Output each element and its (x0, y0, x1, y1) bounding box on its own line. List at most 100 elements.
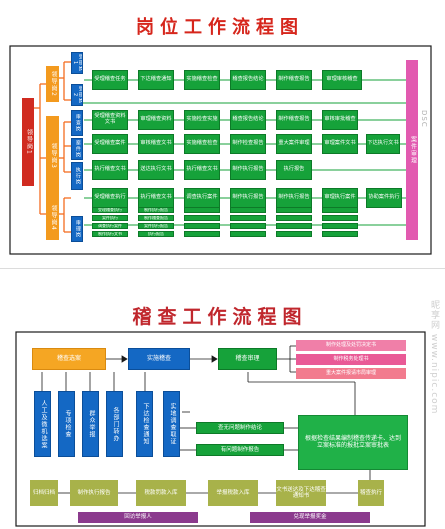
flow-step-exec-report: 制作执行报告 (70, 480, 118, 506)
flow-step-blank (322, 223, 358, 229)
flow-row-1: 受理稽查任务 下达稽查通知 实施稽查检查 稽查报告结论 制作稽查报告 审理审核稽… (92, 70, 392, 90)
leader-box: 领导岗1 (22, 98, 34, 186)
role-label: 审查岗 (74, 114, 81, 132)
flow-step-blank (276, 207, 312, 213)
leader2-box-3: 领导岗4 (46, 196, 59, 240)
input-source-4: 各部门转办 (106, 391, 123, 457)
reward-right-box: 兑现举报奖金 (250, 512, 370, 523)
right-review-bar: 案件审理 (406, 60, 418, 240)
decision-3: 重大案件报请市局审理 (296, 368, 406, 379)
top-diagram: 岗位工作流程图 (9, 17, 432, 255)
flow-step-blank (184, 231, 220, 237)
flow-step: 下达执行文书 (366, 134, 400, 154)
flow-step: 调查执行案件 (92, 223, 128, 229)
flow-step-tax-penalty: 税款罚款入库 (136, 480, 186, 506)
flow-row-4: 执行稽查文书 送达执行文书 执行稽查文书 制作执行报告 执行报告 (92, 160, 352, 180)
input-source-3: 群众举报 (82, 391, 99, 457)
flow-step: 审理案件文书 (322, 134, 358, 154)
leader-label: 领导岗1 (25, 129, 33, 155)
role-box-5: 执行岗 (71, 162, 83, 190)
has-issue-box: 有问题制作报告 (196, 444, 284, 456)
flow-step: 案件执行报告 (138, 223, 174, 229)
flow-step: 审核审批稽查 (322, 110, 358, 130)
leader2-box-2: 领导岗3 (46, 116, 59, 196)
input-source-label: 人工及微机选案 (39, 399, 47, 449)
flow-step: 稽查报告结论 (230, 110, 266, 130)
flow-row-5b: 受理稽查执行 执行稽查文书 调查执行案件 制作执行报告 制作执行报告 审理执行案… (92, 188, 412, 208)
flow-step: 送达执行文书 (138, 160, 174, 180)
case-selection-box: 稽查选案 (32, 348, 106, 370)
flow-step-blank (184, 215, 220, 221)
flow-step: 下达稽查通知 (138, 70, 174, 90)
role-label: 执行岗 (74, 167, 81, 185)
flow-step: 案件执行 (92, 215, 128, 221)
flow-step: 制作执行报告 (230, 160, 266, 180)
flow-row-3: 受理稽查案件 审核稽查文书 实施稽查检查 制作检查报告 重大案件审理 审理案件文… (92, 134, 402, 154)
bottom-diagram: 稽查工作流程图 (0, 280, 445, 529)
issue-notice-box: 下达检查通知 (136, 391, 153, 457)
flow-step-blank (276, 231, 312, 237)
input-source-1: 人工及微机选案 (34, 391, 51, 457)
implement-audit-box: 实施稽查 (128, 348, 190, 370)
top-title: 岗位工作流程图 (136, 17, 304, 38)
flow-step: 制作稽查报告 (276, 110, 312, 130)
role-label: 受理岗2 (72, 86, 83, 104)
flow-step: 制作稽查报告 (276, 70, 312, 90)
flow-step: 执行报告 (138, 231, 174, 237)
side-watermark: DSC (420, 110, 428, 128)
role-box-1: 受理岗1 (71, 52, 83, 74)
flow-row-5 (92, 161, 412, 181)
flow-step: 制作稽查报告 (138, 215, 174, 221)
flow-step: 审理审核稽查 (322, 70, 362, 90)
flow-step: 审理稽查资料 (138, 110, 174, 130)
flow-step: 受理稽查执行 (92, 188, 128, 208)
flow-step: 实施稽查检查 (184, 70, 220, 90)
result-summary-box: 根据检查结果编制稽查传递卡、达到立案标准的报批立案审批表 (298, 415, 408, 470)
role-box-6: 审理岗 (71, 216, 83, 242)
flow-step: 执行稽查文书 (92, 160, 128, 180)
decision-1: 制作处理及处罚决定书 (296, 340, 406, 351)
no-issue-box: 查无问题制作结论 (196, 422, 284, 434)
input-source-label: 群众举报 (87, 410, 95, 438)
flow-step: 重大案件审理 (276, 134, 312, 154)
flow-step: 受理稽查案件 (92, 134, 128, 154)
input-source-label: 专项检查 (63, 410, 71, 438)
flow-step-blank (322, 215, 358, 221)
flow-step: 协助案件执行 (366, 188, 402, 208)
decision-2: 制作税务处理书 (296, 354, 406, 365)
input-source-label: 各部门转办 (111, 406, 119, 442)
flow-step: 制作执行报告 (230, 188, 266, 208)
flow-step: 执行稽查文书 (138, 188, 174, 208)
section-divider (0, 268, 445, 278)
bottom-connectors (15, 331, 426, 527)
right-review-label: 案件审理 (409, 136, 417, 164)
flow-step: 审理执行案件 (322, 188, 358, 208)
flow-step: 制作检查报告 (230, 134, 266, 154)
audit-review-box: 稽查审理 (218, 348, 277, 370)
role-label: 审理岗 (74, 220, 81, 238)
flow-step-blank (230, 215, 266, 221)
flow-step-deliver: 文书送达及下达稽查通知书 (276, 480, 326, 506)
flow-step: 制作执行报告 (138, 207, 174, 213)
flow-step: 执行稽查文书 (184, 160, 220, 180)
flow-step-execute: 稽查执行 (358, 480, 384, 506)
leader2-box-1: 领导岗2 (46, 66, 59, 102)
flow-step-blank (184, 223, 220, 229)
flow-step-blank (322, 231, 358, 237)
flow-step: 稽查报告结论 (230, 70, 266, 90)
flow-step: 制作执行文书 (92, 231, 128, 237)
flow-row-2: 受理稽查资料文书 审理稽查资料 实施检查实施 稽查报告结论 制作稽查报告 审核审… (92, 110, 402, 130)
flow-step-blank (230, 223, 266, 229)
flow-step-tax-report: 举报税款入库 (208, 480, 258, 506)
role-box-2: 受理岗2 (71, 84, 83, 106)
leader2-label-1: 领导岗2 (49, 71, 57, 97)
flow-step: 实施稽查检查 (184, 134, 220, 154)
flow-step: 制作执行报告 (276, 188, 312, 208)
role-box-4: 案件岗 (71, 138, 83, 160)
flow-row-6: 受理稽查执行 案件执行 调查执行案件 制作执行文书 制作执行报告 制作稽查报告 … (92, 207, 402, 241)
role-label: 受理岗1 (72, 54, 83, 72)
flow-step-blank (230, 231, 266, 237)
flow-step: 执行报告 (276, 160, 312, 180)
flow-step-archive: 归档归档 (30, 480, 58, 506)
leader2-label-3: 领导岗4 (49, 205, 57, 231)
